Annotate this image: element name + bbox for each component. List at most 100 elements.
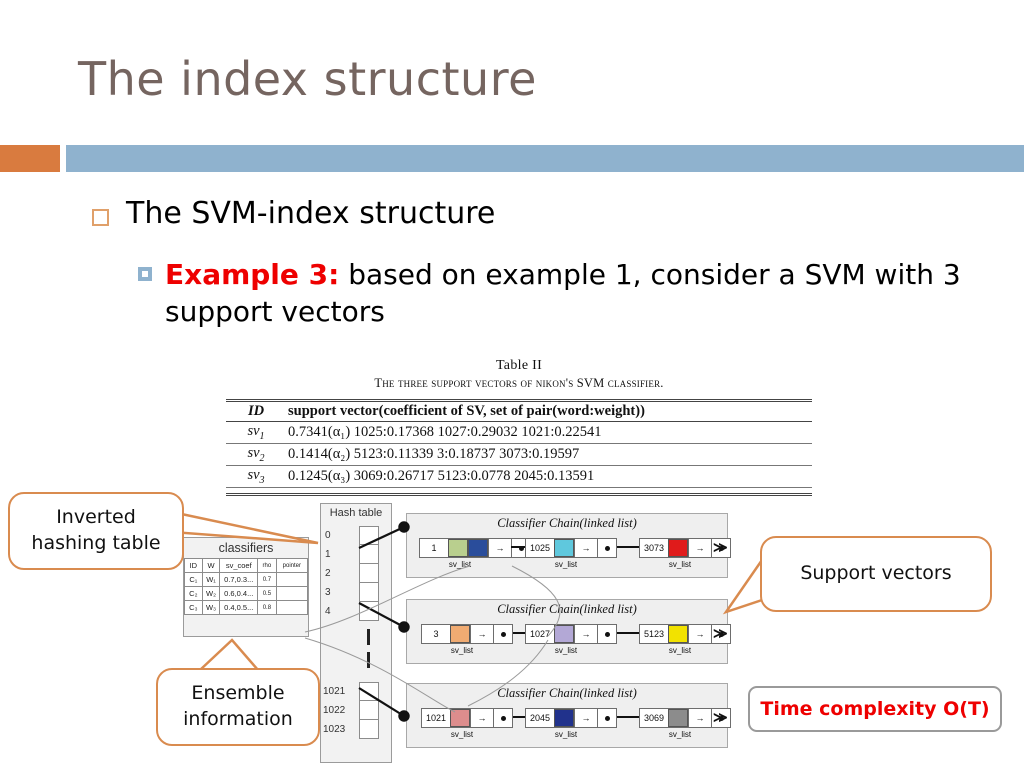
callout-support-vectors: Support vectors (760, 536, 992, 612)
sv-list-label: sv_list (554, 560, 578, 569)
hash-slot-index: 3 (325, 587, 331, 598)
chain-node[interactable]: 3073 → (639, 538, 731, 558)
chain-title: Classifier Chain(linked list) (497, 516, 637, 530)
chain-node[interactable]: 3069 → (639, 708, 731, 728)
chain-link-dot (511, 539, 530, 557)
chain-node-key: 3073 (643, 543, 665, 553)
chain-title: Classifier Chain(linked list) (497, 686, 637, 700)
chain-tail-icon: ≫ (713, 539, 728, 555)
chain-node[interactable]: 1021→ (421, 708, 513, 728)
hash-ellipsis-dash (367, 652, 370, 668)
sv-list-swatch (448, 539, 468, 557)
sv-list-swatch (668, 625, 688, 643)
classifiers-table-box: classifiers ID W sv_coef rho pointer C₁ … (183, 537, 309, 637)
time-complexity-badge: Time complexity O(T) (748, 686, 1002, 732)
sv-list-label: sv_list (554, 730, 578, 739)
sv-list-swatch (554, 709, 574, 727)
hash-slot[interactable] (359, 545, 379, 564)
col-svcoef: sv_coef (219, 558, 259, 573)
small-square-bullet-icon (138, 267, 152, 281)
hash-table-title: Hash table (329, 507, 383, 519)
hash-slot[interactable] (359, 602, 379, 621)
chain-node-key: 1025 (529, 543, 551, 553)
bullet-level2-label: Example 3: based on example 1, consider … (165, 256, 988, 330)
row-vector: 0.1414(α₂) 5123:0.11339 3:0.18737 3073:0… (286, 443, 812, 466)
chain-node[interactable]: 1→ (419, 538, 531, 558)
col-rho: rho (257, 558, 277, 573)
hash-slot[interactable] (359, 526, 379, 545)
hash-slot[interactable] (359, 720, 379, 739)
chain-link-dot (711, 539, 730, 557)
classifiers-table: ID W sv_coef rho pointer C₁ W₁ 0.7,0.3..… (184, 558, 309, 615)
row-vector: 0.7341(α₁) 1025:0.17368 1027:0.29032 102… (286, 421, 812, 444)
col-w: W (201, 558, 221, 573)
sv-list-swatch (554, 539, 574, 557)
header-id: ID (226, 400, 286, 422)
callout-label: Ensemble information (183, 682, 293, 730)
chain-arrow (617, 632, 639, 634)
chain-node[interactable]: 2045 → (525, 708, 617, 728)
next-pointer-icon: → (688, 539, 711, 557)
chain-node[interactable]: 3→ (421, 624, 513, 644)
hash-slot-index: 0 (325, 530, 331, 541)
table-row: sv1 0.7341(α₁) 1025:0.17368 1027:0.29032… (226, 421, 812, 444)
header-vector: support vector(coefficient of SV, set of… (286, 400, 812, 422)
next-pointer-icon: → (574, 709, 597, 727)
next-pointer-icon: → (470, 625, 493, 643)
callout-label: Support vectors (800, 562, 952, 585)
chain-node-key: 1021 (425, 713, 447, 723)
row-vector: 0.1245(α₃) 3069:0.26717 5123:0.0778 2045… (286, 465, 812, 488)
chain-node[interactable]: 1027→ (525, 624, 617, 644)
chain-link-dot (711, 709, 730, 727)
hash-slot-index: 1022 (323, 705, 346, 716)
hash-table-top-cells (359, 526, 379, 621)
chain-link-dot (711, 625, 730, 643)
chain-node[interactable]: 5123 → (639, 624, 731, 644)
col-id: ID (184, 558, 203, 573)
col-pointer: pointer (275, 558, 309, 573)
classifiers-row: C₃ W₃ 0.4,0.5... 0.8 (184, 600, 309, 615)
support-vector-table-figure: Table II The three support vectors of ni… (226, 358, 812, 496)
chain-link-dot (597, 709, 616, 727)
hash-slot[interactable] (359, 583, 379, 602)
table-number: Table II (495, 358, 543, 373)
table-bottom-rule (226, 487, 812, 496)
chain-link-dot (597, 539, 616, 557)
chain-link-dot (493, 709, 512, 727)
page-title: The index structure (78, 52, 537, 106)
chain-node-key: 3069 (643, 713, 665, 723)
next-pointer-icon: → (688, 625, 711, 643)
chain-node-key: 5123 (643, 629, 665, 639)
chain-node[interactable]: 1025→ (525, 538, 617, 558)
sv-list-swatch (668, 539, 688, 557)
hash-slot-index: 2 (325, 568, 331, 579)
hash-slot[interactable] (359, 564, 379, 583)
chain-node-key: 1 (431, 543, 437, 553)
chain-node-key: 3 (433, 629, 439, 639)
chain-link-dot (597, 625, 616, 643)
classifiers-title: classifiers (218, 541, 274, 555)
example-lead: Example 3: (165, 258, 340, 291)
sv-list-label: sv_list (668, 646, 692, 655)
chain-arrow (617, 546, 639, 548)
hash-slot[interactable] (359, 701, 379, 720)
row-id: sv3 (226, 465, 286, 488)
hash-slot[interactable] (359, 682, 379, 701)
next-pointer-icon: → (488, 539, 511, 557)
sv-list-label: sv_list (554, 646, 578, 655)
classifier-chain-3: Classifier Chain(linked list) 1021→sv_li… (406, 683, 731, 748)
row-id: sv1 (226, 421, 286, 444)
time-complexity-label: Time complexity O(T) (760, 698, 990, 720)
support-vector-table: ID support vector(coefficient of SV, set… (226, 399, 812, 496)
chain-node-key: 2045 (529, 713, 551, 723)
hash-slot-index: 1 (325, 549, 331, 560)
table-row: sv2 0.1414(α₂) 5123:0.11339 3:0.18737 30… (226, 443, 812, 466)
chain-node-key: 1027 (529, 629, 551, 639)
sv-list-label: sv_list (668, 560, 692, 569)
next-pointer-icon: → (688, 709, 711, 727)
callout-inverted-hashing-table: Inverted hashing table (8, 492, 184, 570)
